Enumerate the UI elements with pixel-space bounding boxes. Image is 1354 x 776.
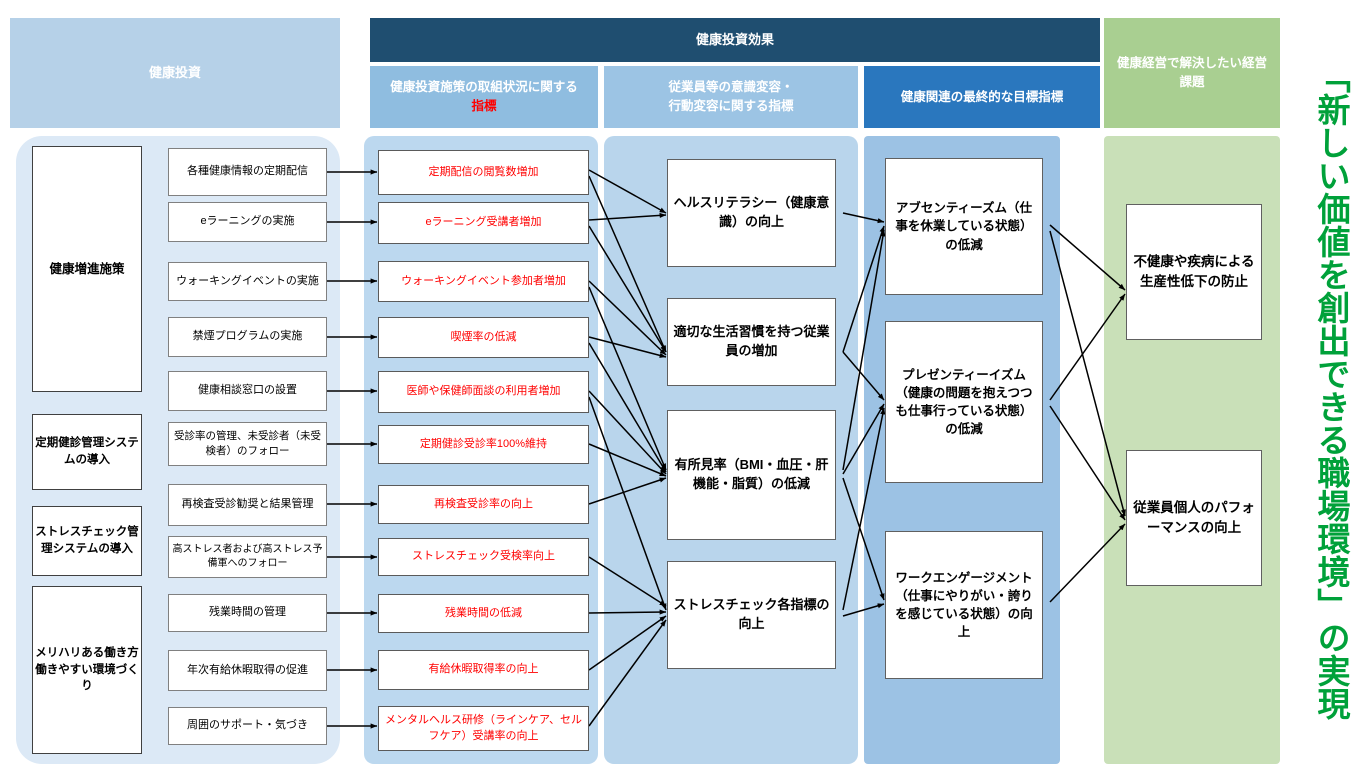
action-box-9[interactable]: 年次有給休暇取得の促進 [168,650,327,691]
goal-box-2[interactable]: ワークエンゲージメント（仕事にやりがい・誇りを感じている状態）の向上 [885,531,1043,679]
header-health-investment: 健康投資 [10,18,340,128]
header-behavior-line1: 従業員等の意識変容・ [668,80,794,95]
header-behavior-line2: 行動変容に関する指標 [668,99,794,113]
header-management-issues: 健康経営で解決したい経営 課題 [1104,18,1280,128]
action-box-5[interactable]: 受診率の管理、未受診者（未受検者）のフォロー [168,422,327,466]
header-issues-line2: 課題 [1179,75,1205,89]
action-box-6[interactable]: 再検査受診勧奨と結果管理 [168,484,327,526]
header-kpi-indicators: 健康投資施策の取組状況に関する 指標 [370,66,598,128]
header-behavior-indicators: 従業員等の意識変容・ 行動変容に関する指標 [604,66,858,128]
header-health-investment-effect: 健康投資効果 [370,18,1100,62]
category-box-3[interactable]: メリハリある働き方働きやすい環境づくり [32,586,142,754]
header-kpi-line2: 指標 [471,99,497,113]
action-box-1[interactable]: eラーニングの実施 [168,202,327,242]
action-box-8[interactable]: 残業時間の管理 [168,594,327,632]
category-box-1[interactable]: 定期健診管理システムの導入 [32,414,142,490]
header-issues-line1: 健康経営で解決したい経営 [1116,56,1267,71]
action-box-3[interactable]: 禁煙プログラムの実施 [168,317,327,357]
vision-slogan-vertical: 「新しい価値を創出できる職場環境」の実現 [1313,60,1350,720]
action-box-10[interactable]: 周囲のサポート・気づき [168,707,327,745]
kpi-box-9[interactable]: 有給休暇取得率の向上 [378,650,589,690]
kpi-box-1[interactable]: eラーニング受講者増加 [378,202,589,244]
behavior-box-3[interactable]: ストレスチェック各指標の向上 [667,561,836,669]
behavior-box-2[interactable]: 有所見率（BMI・血圧・肝機能・脂質）の低減 [667,410,836,540]
kpi-box-7[interactable]: ストレスチェック受検率向上 [378,538,589,576]
behavior-box-0[interactable]: ヘルスリテラシー（健康意識）の向上 [667,159,836,267]
behavior-box-1[interactable]: 適切な生活習慣を持つ従業員の増加 [667,298,836,386]
goal-box-1[interactable]: プレゼンティーイズム（健康の問題を抱えつつも仕事行っている状態）の低減 [885,321,1043,483]
action-box-7[interactable]: 高ストレス者および高ストレス予備軍へのフォロー [168,536,327,578]
action-box-2[interactable]: ウォーキングイベントの実施 [168,262,327,301]
kpi-box-10[interactable]: メンタルヘルス研修（ラインケア、セルフケア）受講率の向上 [378,706,589,751]
kpi-box-2[interactable]: ウォーキングイベント参加者増加 [378,261,589,302]
category-box-0[interactable]: 健康増進施策 [32,146,142,392]
issue-box-1[interactable]: 従業員個人のパフォーマンスの向上 [1126,450,1262,586]
category-box-2[interactable]: ストレスチェック管理システムの導入 [32,506,142,576]
kpi-box-8[interactable]: 残業時間の低減 [378,594,589,633]
header-kpi-line1: 健康投資施策の取組状況に関する [390,80,578,95]
kpi-box-4[interactable]: 医師や保健師面談の利用者増加 [378,371,589,413]
kpi-box-0[interactable]: 定期配信の閲覧数増加 [378,150,589,195]
header-final-goals: 健康関連の最終的な目標指標 [864,66,1100,128]
kpi-box-6[interactable]: 再検査受診率の向上 [378,485,589,524]
goal-box-0[interactable]: アブセンティーズム（仕事を休業している状態）の低減 [885,158,1043,295]
kpi-box-5[interactable]: 定期健診受診率100%維持 [378,425,589,464]
kpi-box-3[interactable]: 喫煙率の低減 [378,317,589,358]
issue-box-0[interactable]: 不健康や疾病による生産性低下の防止 [1126,204,1262,340]
action-box-4[interactable]: 健康相談窓口の設置 [168,371,327,411]
action-box-0[interactable]: 各種健康情報の定期配信 [168,148,327,196]
